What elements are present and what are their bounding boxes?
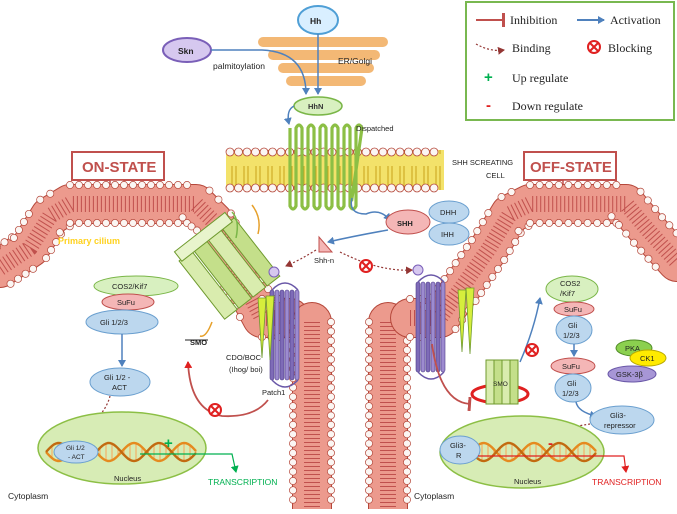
legend-blocking: Blocking — [608, 41, 652, 55]
on-sufu-label: SuFu — [117, 298, 135, 307]
on-nucleus-label: Nucleus — [114, 474, 141, 483]
off-cos2-label-1: COS2 — [560, 279, 580, 288]
dispatched-arrow — [350, 197, 391, 221]
shhn-binding-patch1 — [285, 249, 317, 268]
repressor-label-1: Gli3- — [610, 411, 626, 420]
on-transcription-label: TRANSCRIPTION — [208, 477, 277, 487]
dispatched-receptor — [288, 123, 364, 211]
ck1-label: CK1 — [640, 354, 655, 363]
gli-act-label-1: Gli 1/2 - — [104, 373, 131, 382]
er-golgi-label: ER/Golgi — [338, 56, 372, 66]
off-smo-label: SMO — [493, 381, 508, 388]
legend-down: Down regulate — [512, 99, 583, 113]
on-cytoplasm-label: Cytoplasm — [8, 491, 48, 501]
down-sign: - — [486, 97, 491, 114]
hh-protein: Hh — [297, 5, 339, 35]
patch1-inhibition-arrow — [184, 361, 269, 418]
off-smo-receptor — [470, 359, 530, 405]
shh-to-shhn-arrow — [327, 229, 389, 245]
ihh-label: IHH — [441, 230, 454, 239]
on-gli-label: Gli 1/2/3 — [100, 318, 128, 327]
off-nucleus: Gli3- R - Nucleus — [439, 415, 605, 489]
on-state-title: ON-STATE — [82, 159, 156, 176]
on-patch-binding-site — [268, 266, 280, 278]
legend-inhibition: Inhibition — [510, 13, 557, 27]
off-gli2-label-1: Gli — [567, 379, 577, 388]
legend: Inhibition Activation Binding Blocking +… — [465, 1, 675, 121]
cdo-boc-label-2: (Ihog/ boi) — [229, 365, 263, 374]
off-patch-binding-site — [412, 264, 424, 276]
sender-membrane — [225, 147, 444, 193]
shh-n-ligand — [318, 235, 334, 253]
shh-group: SHH DHH IHH — [385, 200, 470, 246]
nucleus-gli-label-2: - ACT — [68, 454, 85, 461]
patch1-inhibits-smo — [431, 343, 472, 412]
palmitoylation-label: palmitoylation — [213, 61, 265, 71]
up-sign: + — [484, 69, 493, 86]
dhh-label: DHH — [440, 208, 456, 217]
off-state-header: OFF-STATE — [523, 151, 617, 199]
hh-label: Hh — [310, 16, 321, 26]
shhn-binding-off — [339, 251, 413, 275]
shh-cell-label-1: SHH SCREATING — [452, 158, 513, 167]
gli-act-protein: Gli 1/2 - ACT — [89, 367, 151, 397]
hhn-label: HhN — [308, 102, 323, 111]
shh-cell-label-2: CELL — [486, 171, 505, 180]
on-smo-receptor — [173, 204, 281, 337]
pka-label: PKA — [625, 344, 640, 353]
up-regulate-sign: + — [164, 435, 173, 452]
off-nucleus-label: Nucleus — [514, 477, 541, 486]
er-golgi — [258, 37, 388, 86]
gsk-label: GSK-3β — [616, 370, 644, 379]
legend-activation: Activation — [610, 13, 661, 27]
legend-up: Up regulate — [512, 71, 568, 85]
blocking-icon — [208, 403, 222, 417]
on-cdo-boc — [257, 295, 275, 361]
legend-binding: Binding — [512, 41, 551, 55]
off-transcription-label: TRANSCRIPTION — [592, 477, 661, 487]
off-cos2-label-2: /Kif7 — [560, 289, 575, 298]
on-patch1-receptor — [269, 282, 300, 388]
hhn-protein: HhN — [293, 96, 343, 116]
shh-n-label: Shh-n — [314, 256, 334, 265]
repressor-label-2: repressor — [604, 421, 636, 430]
blocking-icon — [359, 259, 373, 273]
off-sufu2-label: SuFu — [562, 362, 580, 371]
off-cytoplasm-label: Cytoplasm — [414, 491, 454, 501]
down-regulate-sign: - — [548, 435, 553, 452]
on-smo-label: SMO — [190, 338, 207, 347]
skn-label: Skn — [178, 46, 194, 56]
gli3-repressor: Gli3- repressor — [589, 405, 655, 435]
off-transcription-arrow — [478, 455, 630, 473]
smo-to-cos2-arrow — [519, 297, 543, 363]
off-state-title: OFF-STATE — [530, 159, 612, 176]
off-nucleus-gli-label-2: R — [456, 451, 462, 460]
cdo-boc-label-1: CDO/BOC — [226, 353, 262, 362]
off-cdo-boc — [457, 287, 475, 355]
hhn-arrow — [283, 105, 295, 125]
off-gli-label-2: 1/2/3 — [563, 331, 580, 340]
off-sufu-label: SuFu — [564, 305, 582, 314]
on-transcription-arrow — [140, 453, 239, 473]
blocking-icon — [525, 343, 539, 357]
on-nucleus: Gli 1/2 - ACT + Nucleus — [37, 411, 207, 485]
gli-act-label-2: ACT — [112, 383, 127, 392]
on-cos2-label: COS2/Kif7 — [112, 282, 147, 291]
shh-label: SHH — [397, 219, 413, 228]
primary-cilium-label: Primary cilium — [58, 236, 120, 246]
off-gli-label-1: Gli — [568, 321, 578, 330]
off-nucleus-gli-label-1: Gli3- — [450, 441, 466, 450]
on-cos2-complex: COS2/Kif7 SuFu Gli 1/2/3 — [85, 275, 179, 335]
off-phospho-complex: SuFu Gli 1/2/3 PKA CK1 GSK-3β — [550, 339, 667, 403]
off-gli2-label-2: 1/2/3 — [562, 389, 579, 398]
nucleus-gli-label-1: Gli 1/2 — [66, 445, 85, 452]
skn-protein: Skn — [162, 37, 212, 63]
blocking-icon — [587, 40, 601, 54]
skn-arrow — [211, 49, 310, 95]
patch1-label: Patch1 — [262, 388, 285, 397]
off-cos2-complex: COS2 /Kif7 SuFu Gli 1/2/3 — [545, 275, 599, 345]
dispatched-label: Dispatched — [356, 124, 394, 133]
